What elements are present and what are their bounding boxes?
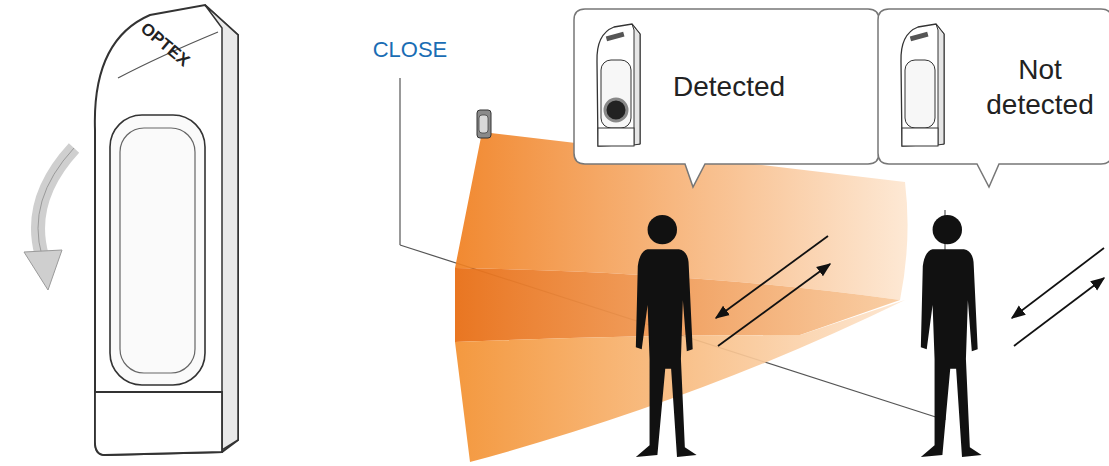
movement-arrow bbox=[1014, 278, 1104, 346]
person-body bbox=[636, 249, 697, 457]
person-silhouette bbox=[636, 215, 697, 457]
sensor-icon bbox=[901, 24, 944, 146]
sensor-window-inner bbox=[120, 128, 195, 373]
icon-housing bbox=[597, 24, 640, 146]
person-head bbox=[933, 215, 962, 244]
wall-edge bbox=[399, 78, 400, 245]
callout-bubble: Detected bbox=[573, 8, 880, 165]
person-silhouette bbox=[921, 215, 982, 457]
position-label: CLOSE bbox=[373, 37, 448, 63]
sensor-base bbox=[95, 392, 222, 455]
sensor-icon bbox=[597, 24, 640, 146]
icon-logo bbox=[910, 32, 929, 41]
rotation-arrow-head bbox=[24, 250, 62, 290]
icon-base bbox=[598, 128, 634, 146]
person-head bbox=[648, 215, 677, 244]
movement-arrow bbox=[718, 264, 830, 346]
callout-shape bbox=[878, 9, 1109, 187]
brand-logo: OPTEX bbox=[137, 19, 194, 71]
rotation-arrow bbox=[38, 148, 74, 256]
position-label-anchor: CLOSE bbox=[373, 37, 448, 63]
mounted-sensor-window bbox=[479, 115, 488, 133]
icon-side bbox=[632, 24, 640, 145]
icon-base bbox=[902, 128, 938, 146]
icon-housing bbox=[901, 24, 944, 146]
icon-window bbox=[905, 60, 935, 128]
rotation-arrow-outline bbox=[38, 148, 74, 256]
person-body bbox=[921, 249, 982, 457]
callout-text: Not detected bbox=[981, 52, 1099, 122]
detection-indicator bbox=[605, 99, 627, 121]
movement-arrow bbox=[1012, 248, 1104, 318]
callout-text: Detected bbox=[673, 69, 785, 104]
sensor-side-panel bbox=[205, 5, 238, 450]
brand-logo-anchor: OPTEX bbox=[137, 19, 194, 71]
callout-shape bbox=[574, 9, 879, 187]
icon-side bbox=[936, 24, 944, 145]
callout-bubble: Not detected bbox=[877, 8, 1109, 165]
mounted-sensor bbox=[477, 110, 491, 138]
icon-logo bbox=[606, 32, 625, 41]
icon-window bbox=[601, 60, 631, 128]
sensor-housing bbox=[95, 5, 238, 455]
sensor-window bbox=[110, 115, 205, 385]
